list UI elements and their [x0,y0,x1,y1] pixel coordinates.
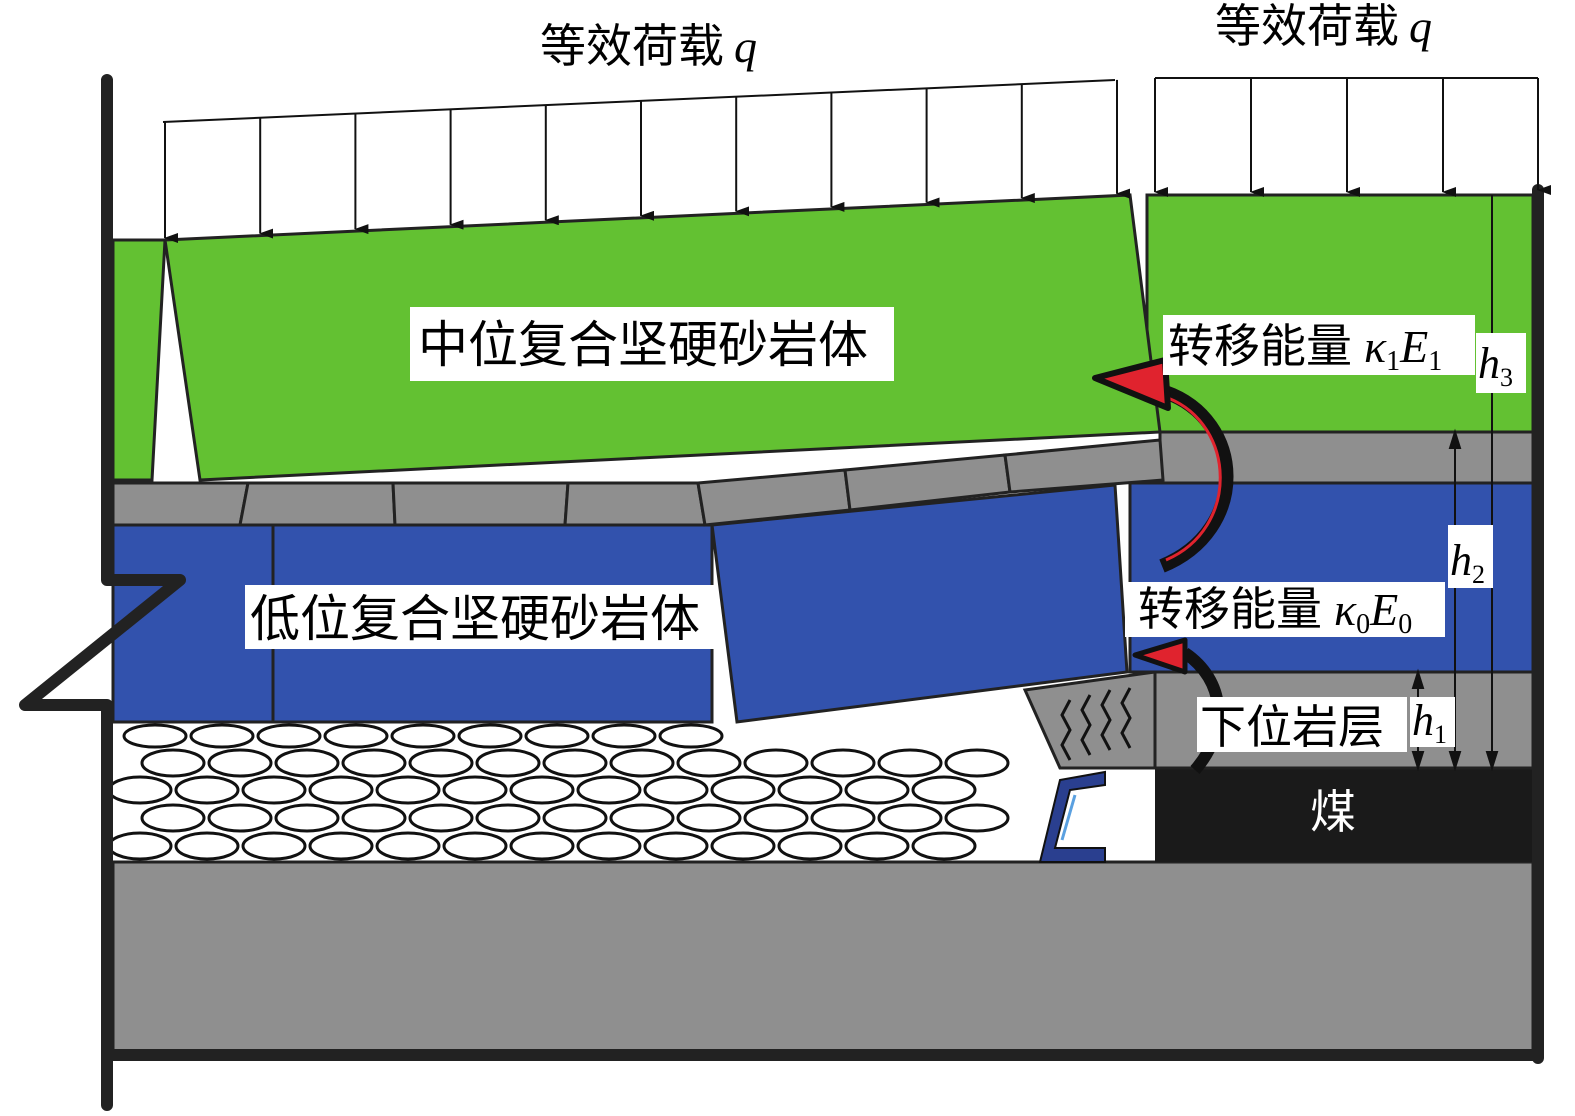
rubble-fragment [375,775,441,805]
rubble-fragment [542,748,608,778]
middle-layer-edge-block [111,238,167,482]
hydraulic-support [1038,770,1106,863]
rubble-fragment [457,723,523,749]
rubble-fragment [107,775,173,805]
rubble-fragment [122,723,188,749]
rubble-fragment [643,831,709,861]
rubble-fragment [911,775,977,805]
floor-rock [111,860,1535,1054]
rubble-fragment [877,748,943,778]
rubble-fragment [308,775,374,805]
middle-layer-label: 中位复合坚硬砂岩体 [418,316,868,374]
rubble-fragment [743,748,809,778]
rubble-fragment [107,831,173,861]
middle-layer-label-bg [410,307,894,381]
fracture-lines [1060,687,1132,761]
low-layer-label-bg [245,585,715,649]
energy-lower-label-bg [1125,582,1445,637]
middle-layer-intact [1145,193,1535,434]
coal-label: 煤 [1310,785,1356,839]
rubble-fragment [810,748,876,778]
rubble-fragment [710,775,776,805]
rubble-fragment [189,723,255,749]
rubble-fragment [591,723,657,749]
rubble-fragment [390,723,456,749]
rubble-fragment [509,831,575,861]
low-layer-label: 低位复合坚硬砂岩体 [250,590,700,648]
rubble-fragment [274,748,340,778]
rubble-fragment [576,831,642,861]
energy-transfer-arrow-upper [1092,357,1234,573]
rubble-fragment [777,775,843,805]
rubble-fragment [241,831,307,861]
rubble-fragment [140,748,206,778]
rubble-fragment [174,775,240,805]
coal-seam [1155,768,1533,862]
rubble-fragment [810,803,876,833]
rubble-fragment [877,803,943,833]
caved-rubble [107,723,1010,861]
rubble-fragment [442,775,508,805]
rubble-fragment [524,723,590,749]
energy-upper-label-bg [1163,315,1475,375]
rubble-fragment [241,775,307,805]
rubble-fragment [341,748,407,778]
rubble-fragment [777,831,843,861]
rubble-fragment [743,803,809,833]
rubble-fragment [676,748,742,778]
rubble-fragment [207,748,273,778]
equivalent-load-arrows [162,77,1551,243]
h2-label: h2 [1450,536,1485,589]
rubble-fragment [274,803,340,833]
rubble-fragment [643,775,709,805]
rubble-fragment [475,748,541,778]
rubble-fragment [341,803,407,833]
gray-interlayer-blocks [111,438,1165,527]
rubble-fragment [509,775,575,805]
rubble-fragment [576,775,642,805]
rubble-fragment [408,748,474,778]
low-layer-rotated-block [710,483,1129,724]
rubble-fragment [944,803,1010,833]
rubble-fragment [542,803,608,833]
rubble-fragment [844,775,910,805]
rubble-fragment [256,723,322,749]
rubble-fragment [323,723,389,749]
rubble-fragment [174,831,240,861]
rubble-fragment [944,748,1010,778]
rubble-fragment [609,748,675,778]
rubble-fragment [140,803,206,833]
h3-label: h3 [1478,339,1513,392]
rubble-fragment [442,831,508,861]
rubble-fragment [475,803,541,833]
rubble-fragment [710,831,776,861]
load-baseline-left [162,79,1116,123]
rubble-fragment [609,803,675,833]
rubble-fragment [911,831,977,861]
left-boundary [19,74,186,1111]
h1-label: h1 [1412,696,1447,749]
rubble-fragment [207,803,273,833]
rubble-fragment [375,831,441,861]
rubble-fragment [408,803,474,833]
lower-strata-label-bg [1197,697,1407,752]
rubble-fragment [308,831,374,861]
lower-strata-label: 下位岩层 [1200,700,1384,754]
rubble-fragment [844,831,910,861]
broken-lower-strata [1022,670,1157,770]
rubble-fragment [676,803,742,833]
rubble-fragment [658,723,724,749]
